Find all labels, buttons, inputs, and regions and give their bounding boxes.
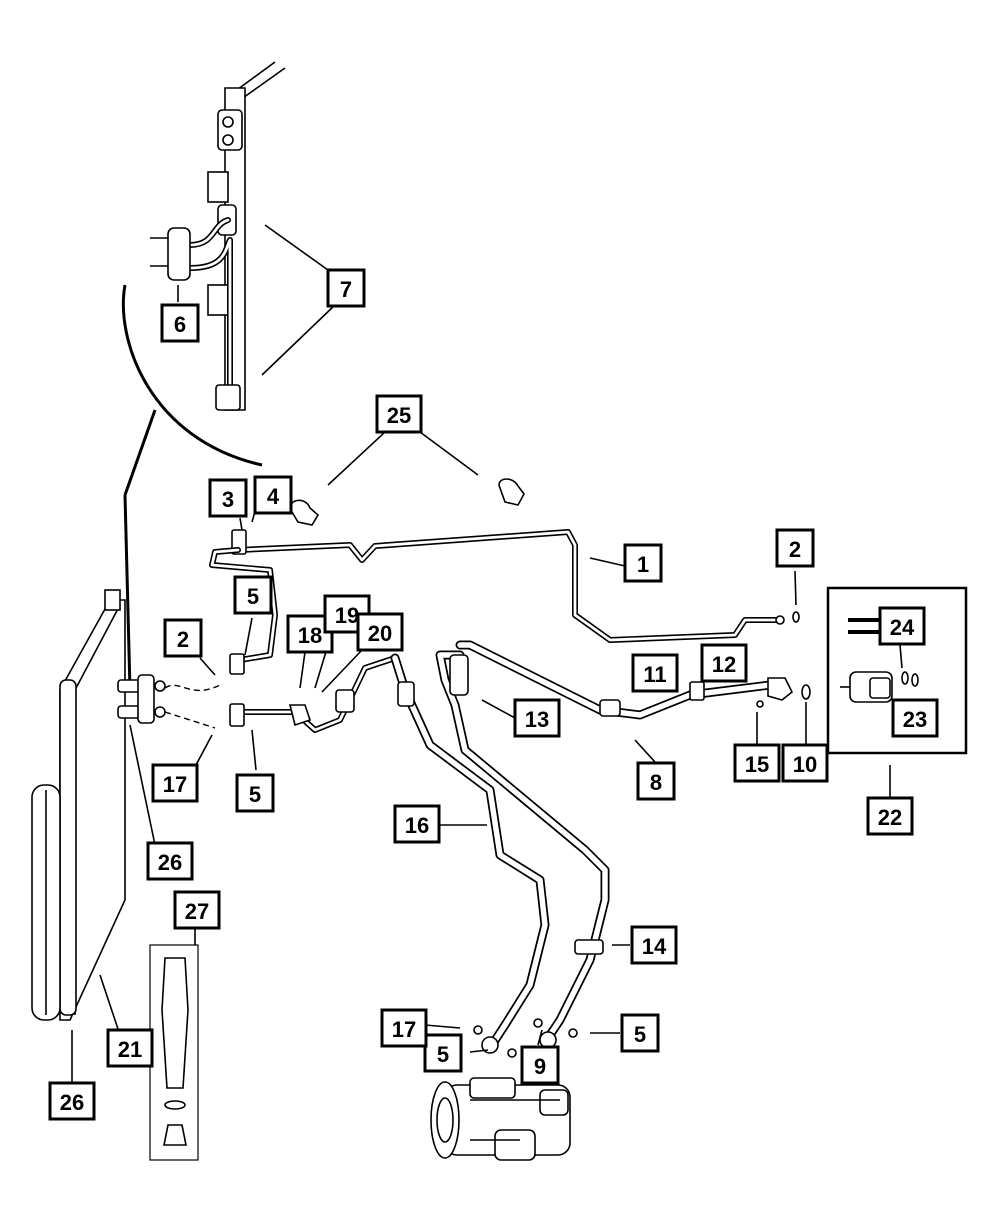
svg-text:8: 8	[650, 770, 662, 795]
callout-1: 1	[623, 543, 663, 583]
callout-7: 7	[326, 268, 366, 308]
callout-5: 5	[423, 1033, 463, 1073]
svg-text:13: 13	[525, 707, 549, 732]
svg-text:21: 21	[118, 1037, 142, 1062]
svg-text:27: 27	[185, 899, 209, 924]
callout-13: 13	[513, 698, 561, 738]
callout-4: 4	[253, 475, 293, 515]
callout-3: 3	[208, 478, 248, 518]
callout-16: 16	[393, 804, 441, 844]
callout-11: 11	[631, 653, 679, 693]
svg-text:16: 16	[405, 813, 429, 838]
svg-text:18: 18	[298, 623, 322, 648]
svg-text:3: 3	[222, 487, 234, 512]
ac-compressor	[430, 1077, 571, 1161]
svg-text:26: 26	[158, 850, 182, 875]
svg-text:9: 9	[534, 1054, 546, 1079]
svg-text:2: 2	[789, 537, 801, 562]
svg-text:6: 6	[174, 312, 186, 337]
condenser-detail-top	[121, 61, 336, 691]
callout-5: 5	[235, 773, 275, 813]
svg-text:23: 23	[903, 707, 927, 732]
kit-27-box	[149, 928, 199, 1161]
callout-2: 2	[163, 618, 203, 658]
svg-text:26: 26	[60, 1090, 84, 1115]
svg-text:14: 14	[642, 934, 667, 959]
callout-8: 8	[636, 761, 676, 801]
condenser-assembly	[31, 589, 221, 1085]
svg-text:5: 5	[634, 1022, 646, 1047]
clips-25	[289, 431, 525, 526]
svg-text:4: 4	[267, 484, 280, 509]
svg-text:17: 17	[163, 772, 187, 797]
callout-5: 5	[233, 575, 273, 615]
svg-text:1: 1	[637, 552, 649, 577]
callout-6: 6	[160, 303, 200, 343]
callout-20: 20	[356, 612, 404, 652]
svg-text:2: 2	[177, 627, 189, 652]
svg-text:22: 22	[878, 805, 902, 830]
svg-text:5: 5	[247, 584, 259, 609]
liquid-line-1	[199, 507, 800, 676]
svg-text:12: 12	[712, 652, 736, 677]
svg-text:10: 10	[793, 752, 817, 777]
svg-text:15: 15	[745, 752, 769, 777]
hose-assembly	[195, 640, 811, 1058]
callout-24: 24	[878, 606, 926, 646]
callout-27: 27	[173, 890, 221, 930]
svg-text:19: 19	[335, 603, 359, 628]
kit-22-box	[826, 586, 968, 800]
svg-text:24: 24	[890, 615, 915, 640]
svg-text:17: 17	[392, 1017, 416, 1042]
callout-15: 15	[733, 743, 781, 783]
callout-26: 26	[48, 1081, 96, 1121]
svg-text:5: 5	[437, 1042, 449, 1067]
callout-12: 12	[700, 643, 748, 683]
svg-text:11: 11	[643, 662, 666, 687]
callout-10: 10	[781, 743, 829, 783]
callout-2: 2	[775, 528, 815, 568]
callout-25: 25	[375, 394, 423, 434]
callout-14: 14	[630, 925, 678, 965]
callout-17: 17	[151, 763, 199, 803]
svg-text:5: 5	[249, 782, 261, 807]
callout-26: 26	[146, 841, 194, 881]
callout-22: 22	[866, 796, 914, 836]
svg-text:25: 25	[387, 403, 411, 428]
callout-21: 21	[106, 1028, 154, 1068]
callout-17: 17	[380, 1008, 428, 1048]
callout-9: 9	[520, 1045, 560, 1085]
svg-text:7: 7	[340, 277, 352, 302]
callout-23: 23	[891, 698, 939, 738]
callout-labels: 1 2 2 3 4 5 5 5 5 6 7 8 9 10 11 12 13 14…	[48, 268, 939, 1121]
callout-5: 5	[620, 1013, 660, 1053]
svg-text:20: 20	[368, 621, 392, 646]
